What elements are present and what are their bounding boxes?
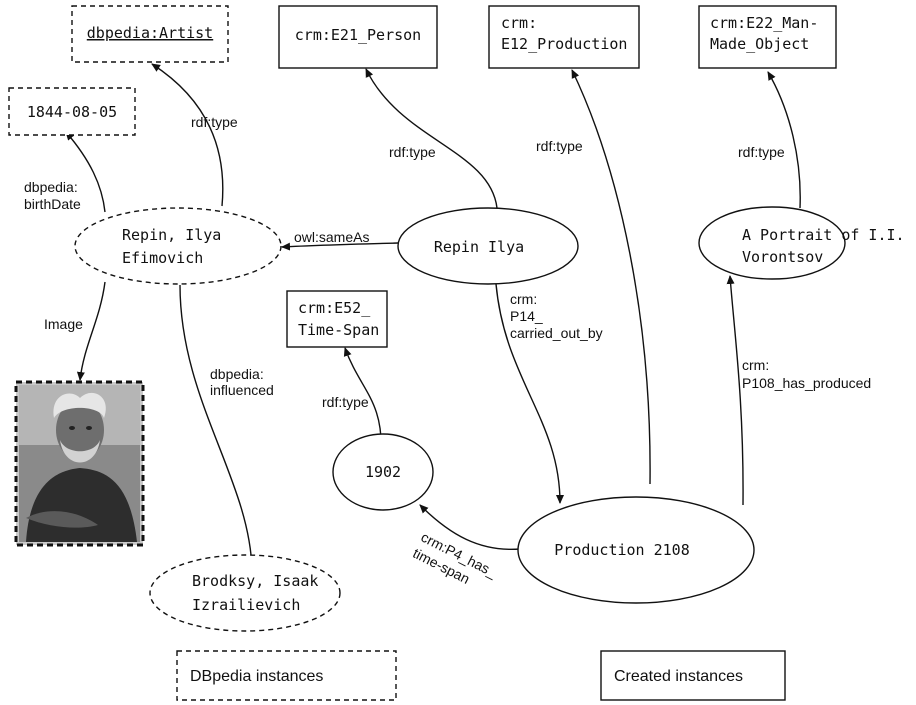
node-e22-object: crm:E22_Man- Made_Object bbox=[698, 5, 837, 69]
legend-created: Created instances bbox=[600, 650, 786, 701]
edge-rdf-type-production bbox=[571, 69, 651, 485]
edge-influenced bbox=[179, 284, 256, 571]
svg-text:Repin Ilya: Repin Ilya bbox=[434, 238, 524, 256]
label-rdf-type-production: rdf:type bbox=[536, 138, 583, 154]
label-birthdate-2: birthDate bbox=[24, 196, 81, 212]
node-dbpedia-artist: dbpedia:Artist bbox=[71, 5, 229, 63]
label-rdf-type-timespan: rdf:type bbox=[322, 394, 369, 410]
label-carried-out-by-1: crm: bbox=[510, 291, 537, 307]
svg-text:dbpedia:Artist: dbpedia:Artist bbox=[87, 24, 213, 42]
edge-rdf-type-object bbox=[767, 71, 801, 209]
label-has-time-span: crm:P4_has_ time-span bbox=[410, 529, 499, 587]
node-repin-created: Repin Ilya bbox=[397, 207, 579, 285]
node-1902: 1902 bbox=[332, 433, 434, 511]
node-e21-person: crm:E21_Person bbox=[278, 5, 438, 69]
label-influenced-2: influenced bbox=[210, 382, 274, 398]
svg-text:1844-08-05: 1844-08-05 bbox=[27, 103, 117, 121]
svg-text:1902: 1902 bbox=[365, 463, 401, 481]
label-rdf-type-object: rdf:type bbox=[738, 144, 785, 160]
svg-text:crm:E22_Man-: crm:E22_Man- bbox=[710, 14, 818, 32]
portrait-photo bbox=[14, 380, 145, 547]
svg-text:E12_Production: E12_Production bbox=[501, 35, 627, 53]
legend-dbpedia: DBpedia instances bbox=[176, 650, 397, 701]
node-brodsky: Brodksy, Isaak Izrailievich bbox=[149, 554, 341, 632]
svg-text:Created instances: Created instances bbox=[614, 668, 743, 685]
label-has-produced-2: P108_has_produced bbox=[742, 375, 871, 391]
node-production-2108: Production 2108 bbox=[517, 496, 755, 604]
node-birth-date: 1844-08-05 bbox=[8, 87, 136, 136]
svg-text:Time-Span: Time-Span bbox=[298, 321, 379, 339]
edge-has-produced bbox=[726, 275, 744, 506]
edge-image bbox=[76, 281, 106, 381]
label-image: Image bbox=[44, 316, 83, 332]
edge-has-time-span bbox=[419, 504, 521, 551]
svg-text:Production 2108: Production 2108 bbox=[554, 541, 689, 559]
svg-text:Repin, Ilya: Repin, Ilya bbox=[122, 226, 221, 244]
edge-rdf-type-artist bbox=[151, 63, 224, 207]
label-carried-out-by-2: P14_ bbox=[510, 308, 543, 324]
label-rdf-type-artist: rdf:type bbox=[191, 114, 238, 130]
svg-text:Made_Object: Made_Object bbox=[710, 35, 809, 53]
node-repin-dbpedia: Repin, Ilya Efimovich bbox=[74, 207, 282, 285]
svg-text:A Portrait of I.I.: A Portrait of I.I. bbox=[742, 226, 905, 244]
label-birthdate-1: dbpedia: bbox=[24, 179, 78, 195]
label-has-produced-1: crm: bbox=[742, 357, 769, 373]
edge-same-as bbox=[281, 242, 399, 251]
node-portrait: A Portrait of I.I. Vorontsov bbox=[698, 206, 905, 280]
edge-birthdate bbox=[65, 131, 106, 213]
svg-text:Brodksy, Isaak: Brodksy, Isaak bbox=[192, 572, 318, 590]
edge-rdf-type-person bbox=[365, 68, 498, 209]
label-influenced-1: dbpedia: bbox=[210, 366, 264, 382]
label-same-as: owl:sameAs bbox=[294, 229, 369, 245]
label-rdf-type-person: rdf:type bbox=[389, 144, 436, 160]
edge-carried-out-by bbox=[495, 283, 564, 504]
svg-text:Efimovich: Efimovich bbox=[122, 249, 203, 267]
svg-text:Izrailievich: Izrailievich bbox=[192, 596, 300, 614]
node-e12-production: crm: E12_Production bbox=[488, 5, 640, 69]
svg-text:crm:E52_: crm:E52_ bbox=[298, 299, 371, 317]
node-e52-timespan: crm:E52_ Time-Span bbox=[286, 290, 388, 348]
label-carried-out-by-3: carried_out_by bbox=[510, 325, 603, 341]
svg-text:crm:E21_Person: crm:E21_Person bbox=[295, 26, 421, 44]
svg-text:crm:: crm: bbox=[501, 14, 537, 32]
svg-text:DBpedia instances: DBpedia instances bbox=[190, 668, 323, 685]
svg-text:Vorontsov: Vorontsov bbox=[742, 248, 823, 266]
